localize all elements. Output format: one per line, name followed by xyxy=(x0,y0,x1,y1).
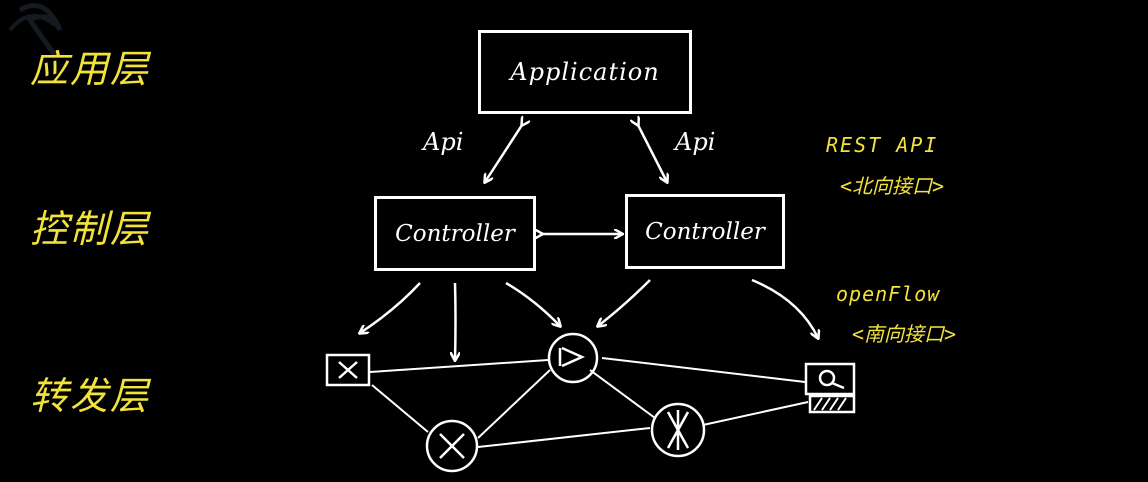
network-link xyxy=(477,427,651,448)
controller-box-left: Controller xyxy=(374,196,536,271)
southbound-interface-note: <南向接口> xyxy=(852,322,957,346)
southbound-arrow-5 xyxy=(751,278,818,338)
controller-box-right: Controller xyxy=(625,194,785,269)
router-icon xyxy=(547,332,599,384)
network-link xyxy=(702,401,809,426)
api-label-left: Api xyxy=(423,128,464,156)
watermark-logo-icon xyxy=(8,3,63,57)
northbound-interface-note: <北向接口> xyxy=(840,174,945,198)
network-link xyxy=(371,384,429,433)
api-label-right: Api xyxy=(675,128,716,156)
watermark-logo xyxy=(0,0,140,95)
southbound-arrow-4 xyxy=(598,279,651,326)
application-box: Application xyxy=(478,30,692,114)
network-link xyxy=(601,357,806,383)
api-arrow-right xyxy=(638,125,667,182)
openflow-note: openFlow xyxy=(836,282,941,306)
firewall-icon xyxy=(804,362,856,414)
southbound-arrow-2 xyxy=(455,282,456,360)
network-link xyxy=(589,369,656,419)
southbound-arrow-3 xyxy=(505,281,560,326)
router-icon xyxy=(425,419,479,473)
switch-icon xyxy=(325,353,371,387)
application-layer-label: 应用层 xyxy=(30,47,151,91)
router-icon xyxy=(650,402,706,458)
network-link xyxy=(477,369,551,439)
api-arrow-left xyxy=(485,125,522,182)
network-link xyxy=(369,359,549,373)
control-layer-label: 控制层 xyxy=(30,207,151,251)
forwarding-layer-label: 转发层 xyxy=(30,374,151,418)
southbound-arrow-1 xyxy=(360,282,421,333)
rest-api-note: REST API xyxy=(826,133,939,157)
